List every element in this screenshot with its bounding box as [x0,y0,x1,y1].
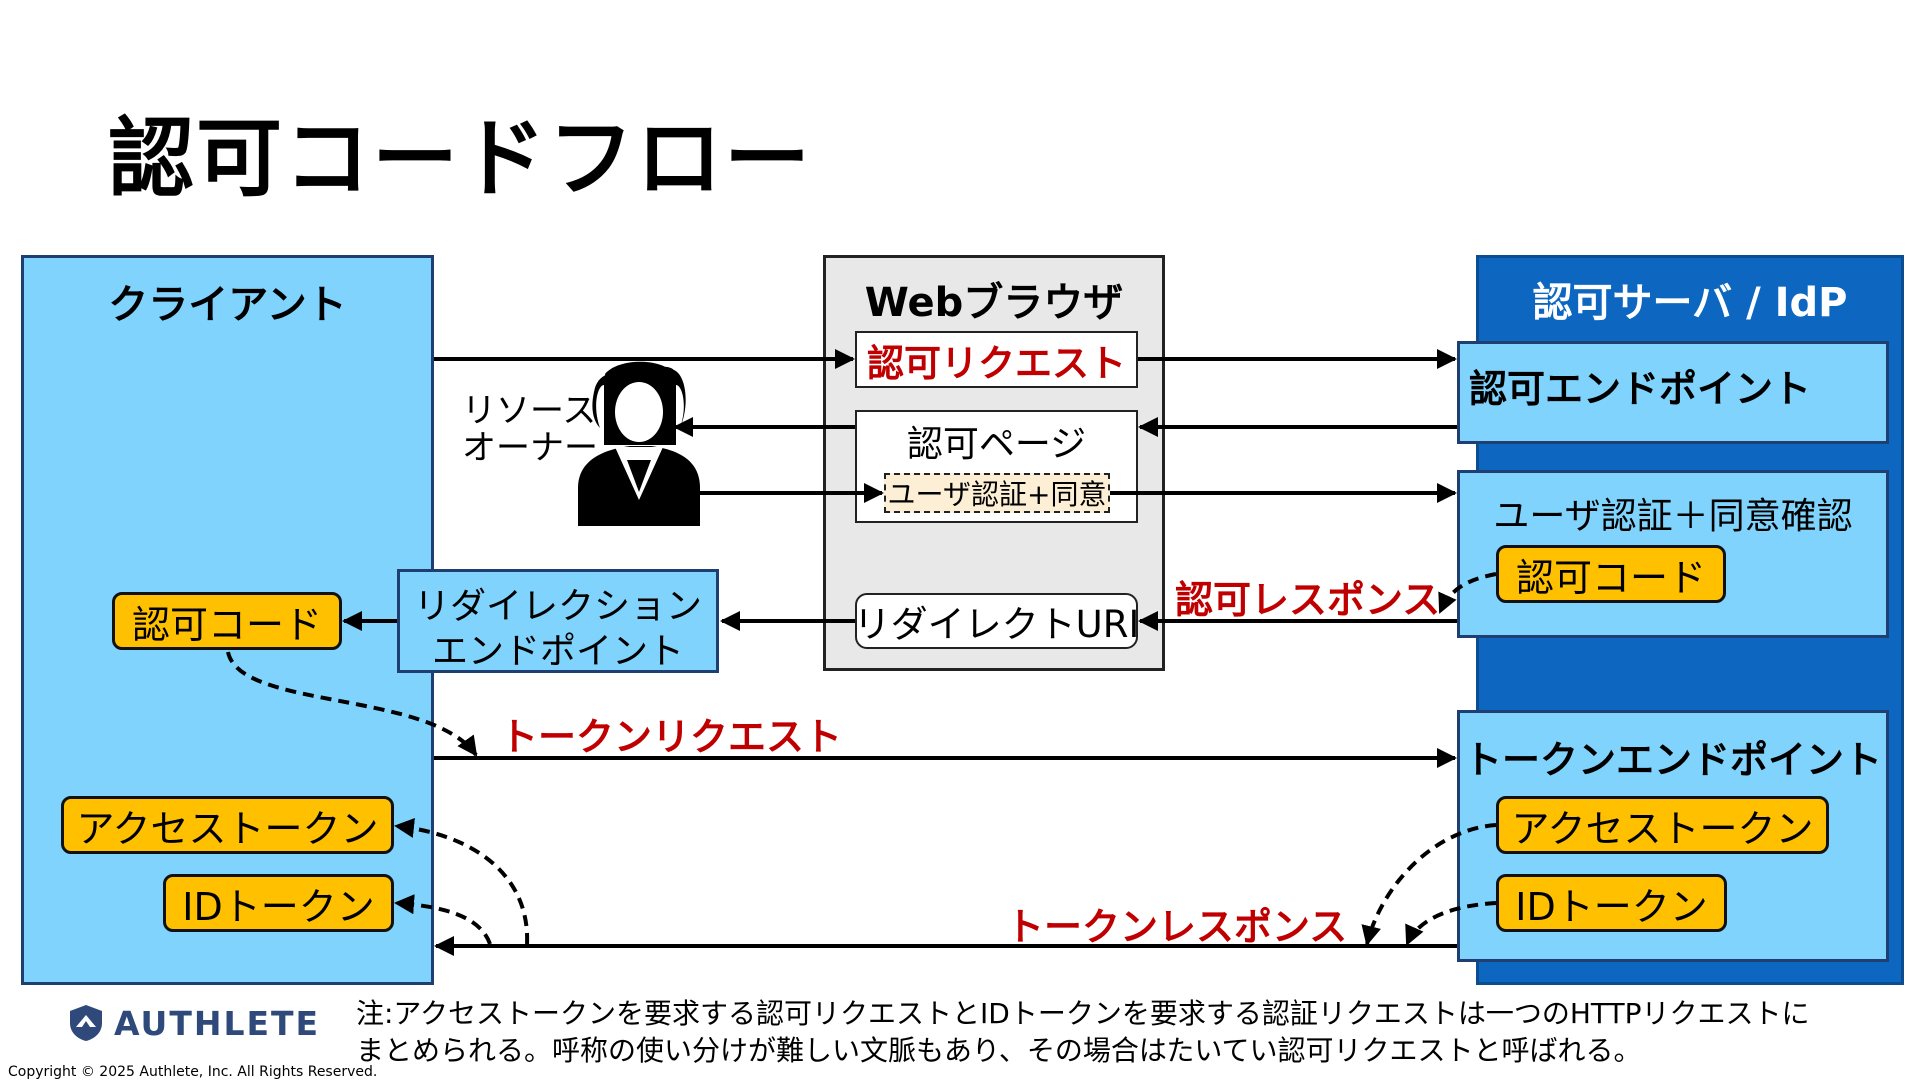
auth-endpoint-box [1457,341,1889,444]
resource-owner-label-1: リソース [462,391,597,431]
auth-response-label: 認可レスポンス [1175,578,1441,622]
redirect-uri-box: リダイレクトURI [854,593,1139,649]
dashed-code-to-token-request [226,651,478,757]
dashed-response-to-client-id [394,894,492,945]
resource-owner-label-2: オーナー [462,428,598,468]
redirection-endpoint-box [397,569,719,673]
browser-title: Webブラウザ [864,280,1124,326]
client-title: クライアント [108,282,347,328]
dashed-server-code-to-response [1438,572,1497,614]
server-auth-code-pill: 認可コード [1496,545,1726,603]
redirection-endpoint-line1: リダイレクション [413,586,702,627]
token-endpoint-label: トークンエンドポイント [1463,738,1882,782]
footnote: 注:アクセストークンを要求する認可リクエストとIDトークンを要求する認証リクエス… [356,995,1810,1069]
dashed-server-access-to-response [1361,823,1497,946]
footnote-line-1: 注:アクセストークンを要求する認可リクエストとIDトークンを要求する認証リクエス… [356,997,1810,1030]
client-auth-code-pill: 認可コード [112,592,342,650]
authlete-logo: AUTHLETE [68,1003,320,1043]
logo-text: AUTHLETE [114,1003,321,1043]
dashed-server-id-to-response [1405,901,1497,946]
server-access-token-pill: アクセストークン [1496,796,1829,854]
server-id-token-pill: IDトークン [1496,874,1727,932]
token-request-label: トークンリクエスト [500,715,843,759]
resource-owner-icon [578,361,700,526]
copyright: Copyright © 2025 Authlete, Inc. All Righ… [8,1064,378,1080]
dashed-response-to-client-access [394,817,530,945]
auth-page-label: 認可ページ [906,424,1087,465]
user-auth-consent-box: ユーザ認証+同意 [884,473,1110,513]
footnote-line-2: まとめられる。呼称の使い分けが難しい文脈もあり、その場合はたいてい認可リクエスト… [356,1034,1642,1067]
shield-logo-icon [70,1005,102,1041]
redirection-endpoint-line2: エンドポイント [431,631,684,672]
page-title: 認可コードフロー [108,109,812,209]
token-response-label: トークンレスポンス [1006,905,1348,949]
client-id-token-pill: IDトークン [163,874,394,932]
auth-request-box: 認可リクエスト [855,331,1138,388]
auth-endpoint-label: 認可エンドポイント [1469,367,1812,411]
user-auth-confirm-label: ユーザ認証＋同意確認 [1493,496,1853,537]
server-title: 認可サーバ / IdP [1532,280,1848,326]
client-access-token-pill: アクセストークン [61,796,394,854]
